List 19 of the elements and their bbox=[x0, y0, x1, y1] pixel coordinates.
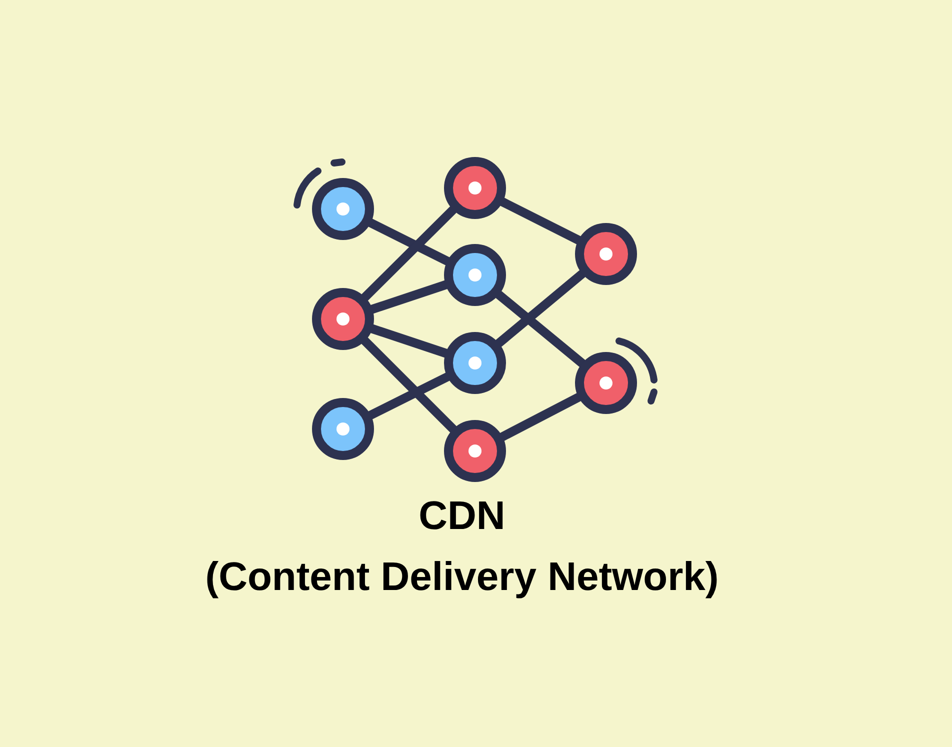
connector-line bbox=[498, 197, 583, 245]
connector-line bbox=[360, 205, 458, 302]
connector-line bbox=[366, 218, 452, 266]
network-node-circle bbox=[444, 332, 506, 394]
network-node-circle bbox=[575, 352, 637, 414]
connector-line bbox=[498, 392, 583, 442]
connector-line bbox=[494, 290, 587, 368]
network-node-circle bbox=[575, 223, 637, 285]
diagram-caption: (Content Delivery Network) bbox=[205, 555, 719, 599]
network-node-circle bbox=[444, 420, 506, 482]
network-node-circle bbox=[312, 288, 374, 350]
connector-line bbox=[366, 372, 452, 420]
network-node-circle bbox=[312, 178, 374, 240]
network-node-circle bbox=[444, 157, 506, 219]
diagram-title: CDN bbox=[418, 494, 506, 538]
network-node-circle bbox=[444, 244, 506, 306]
connector-line bbox=[360, 336, 458, 434]
network-node-circle bbox=[312, 398, 374, 460]
connector-line bbox=[494, 269, 587, 348]
